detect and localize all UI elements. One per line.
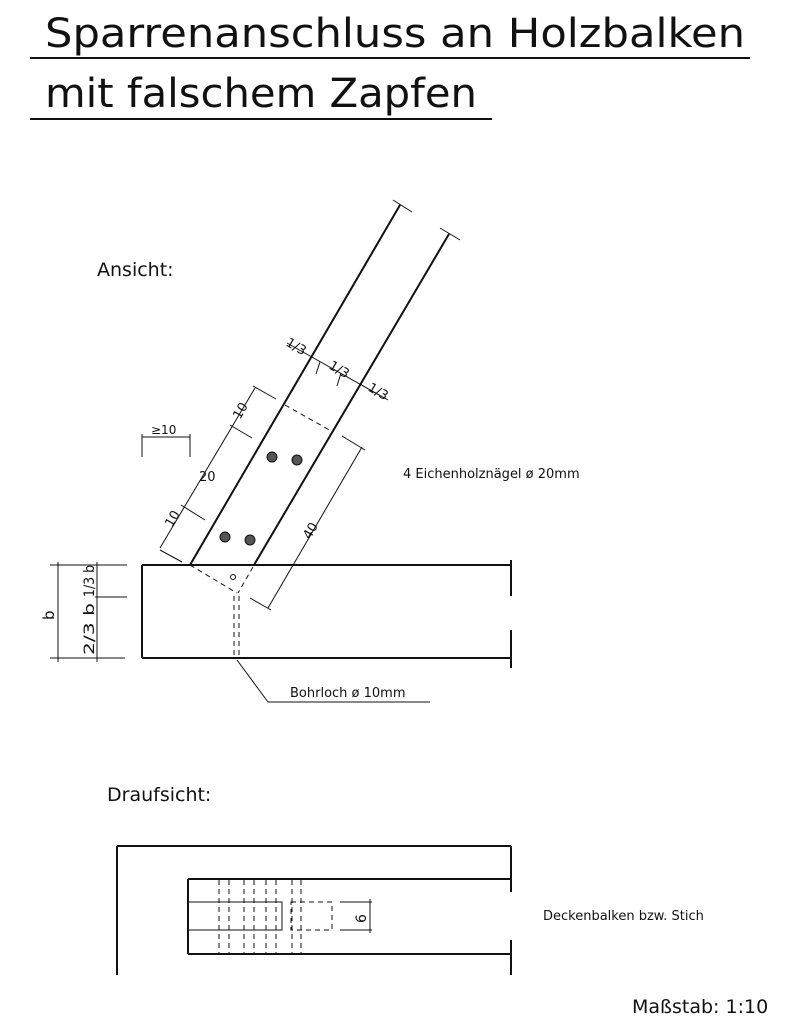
drill-note: Bohrloch ø 10mm (290, 686, 406, 701)
forty-dimension (249, 435, 366, 611)
dim-ten-bottom: 10 (162, 508, 183, 530)
nails-note: 4 Eichenholznägel ø 20mm (403, 467, 580, 482)
scale-label: Maßstab: 1:10 (632, 996, 768, 1018)
dim-one-third-3: 1/3 (365, 380, 391, 403)
dim-two-thirds-b: 2/3 b (82, 603, 98, 655)
dim-b: b (40, 610, 58, 620)
dim-six: 6 (354, 914, 370, 923)
beam-note: Deckenbalken bzw. Stich (543, 909, 704, 924)
draufsicht-label: Draufsicht: (107, 784, 211, 806)
min-ten-dimension (141, 434, 191, 457)
dim-forty: 40 (300, 520, 321, 542)
title-line-2: mit falschem Zapfen (45, 71, 477, 117)
ansicht-label: Ansicht: (97, 259, 174, 281)
dim-ten-top: 10 (230, 400, 251, 422)
top-view (116, 845, 512, 975)
dim-one-third-1: 1/3 (283, 335, 309, 358)
dim-min-ten: ≥10 (151, 423, 176, 437)
nails (219, 451, 303, 546)
dim-twenty: 20 (199, 470, 216, 485)
dim-one-third-2: 1/3 (326, 358, 352, 381)
title-line-1: Sparrenanschluss an Holzbalken (45, 11, 745, 57)
beam-height-dimensions (50, 562, 127, 662)
beam-side-view (141, 560, 512, 703)
rafter (189, 199, 461, 566)
tenon-dimension-chain (159, 385, 277, 563)
dim-one-third-b: 1/3 b (82, 565, 98, 597)
third-dimension (286, 342, 389, 401)
